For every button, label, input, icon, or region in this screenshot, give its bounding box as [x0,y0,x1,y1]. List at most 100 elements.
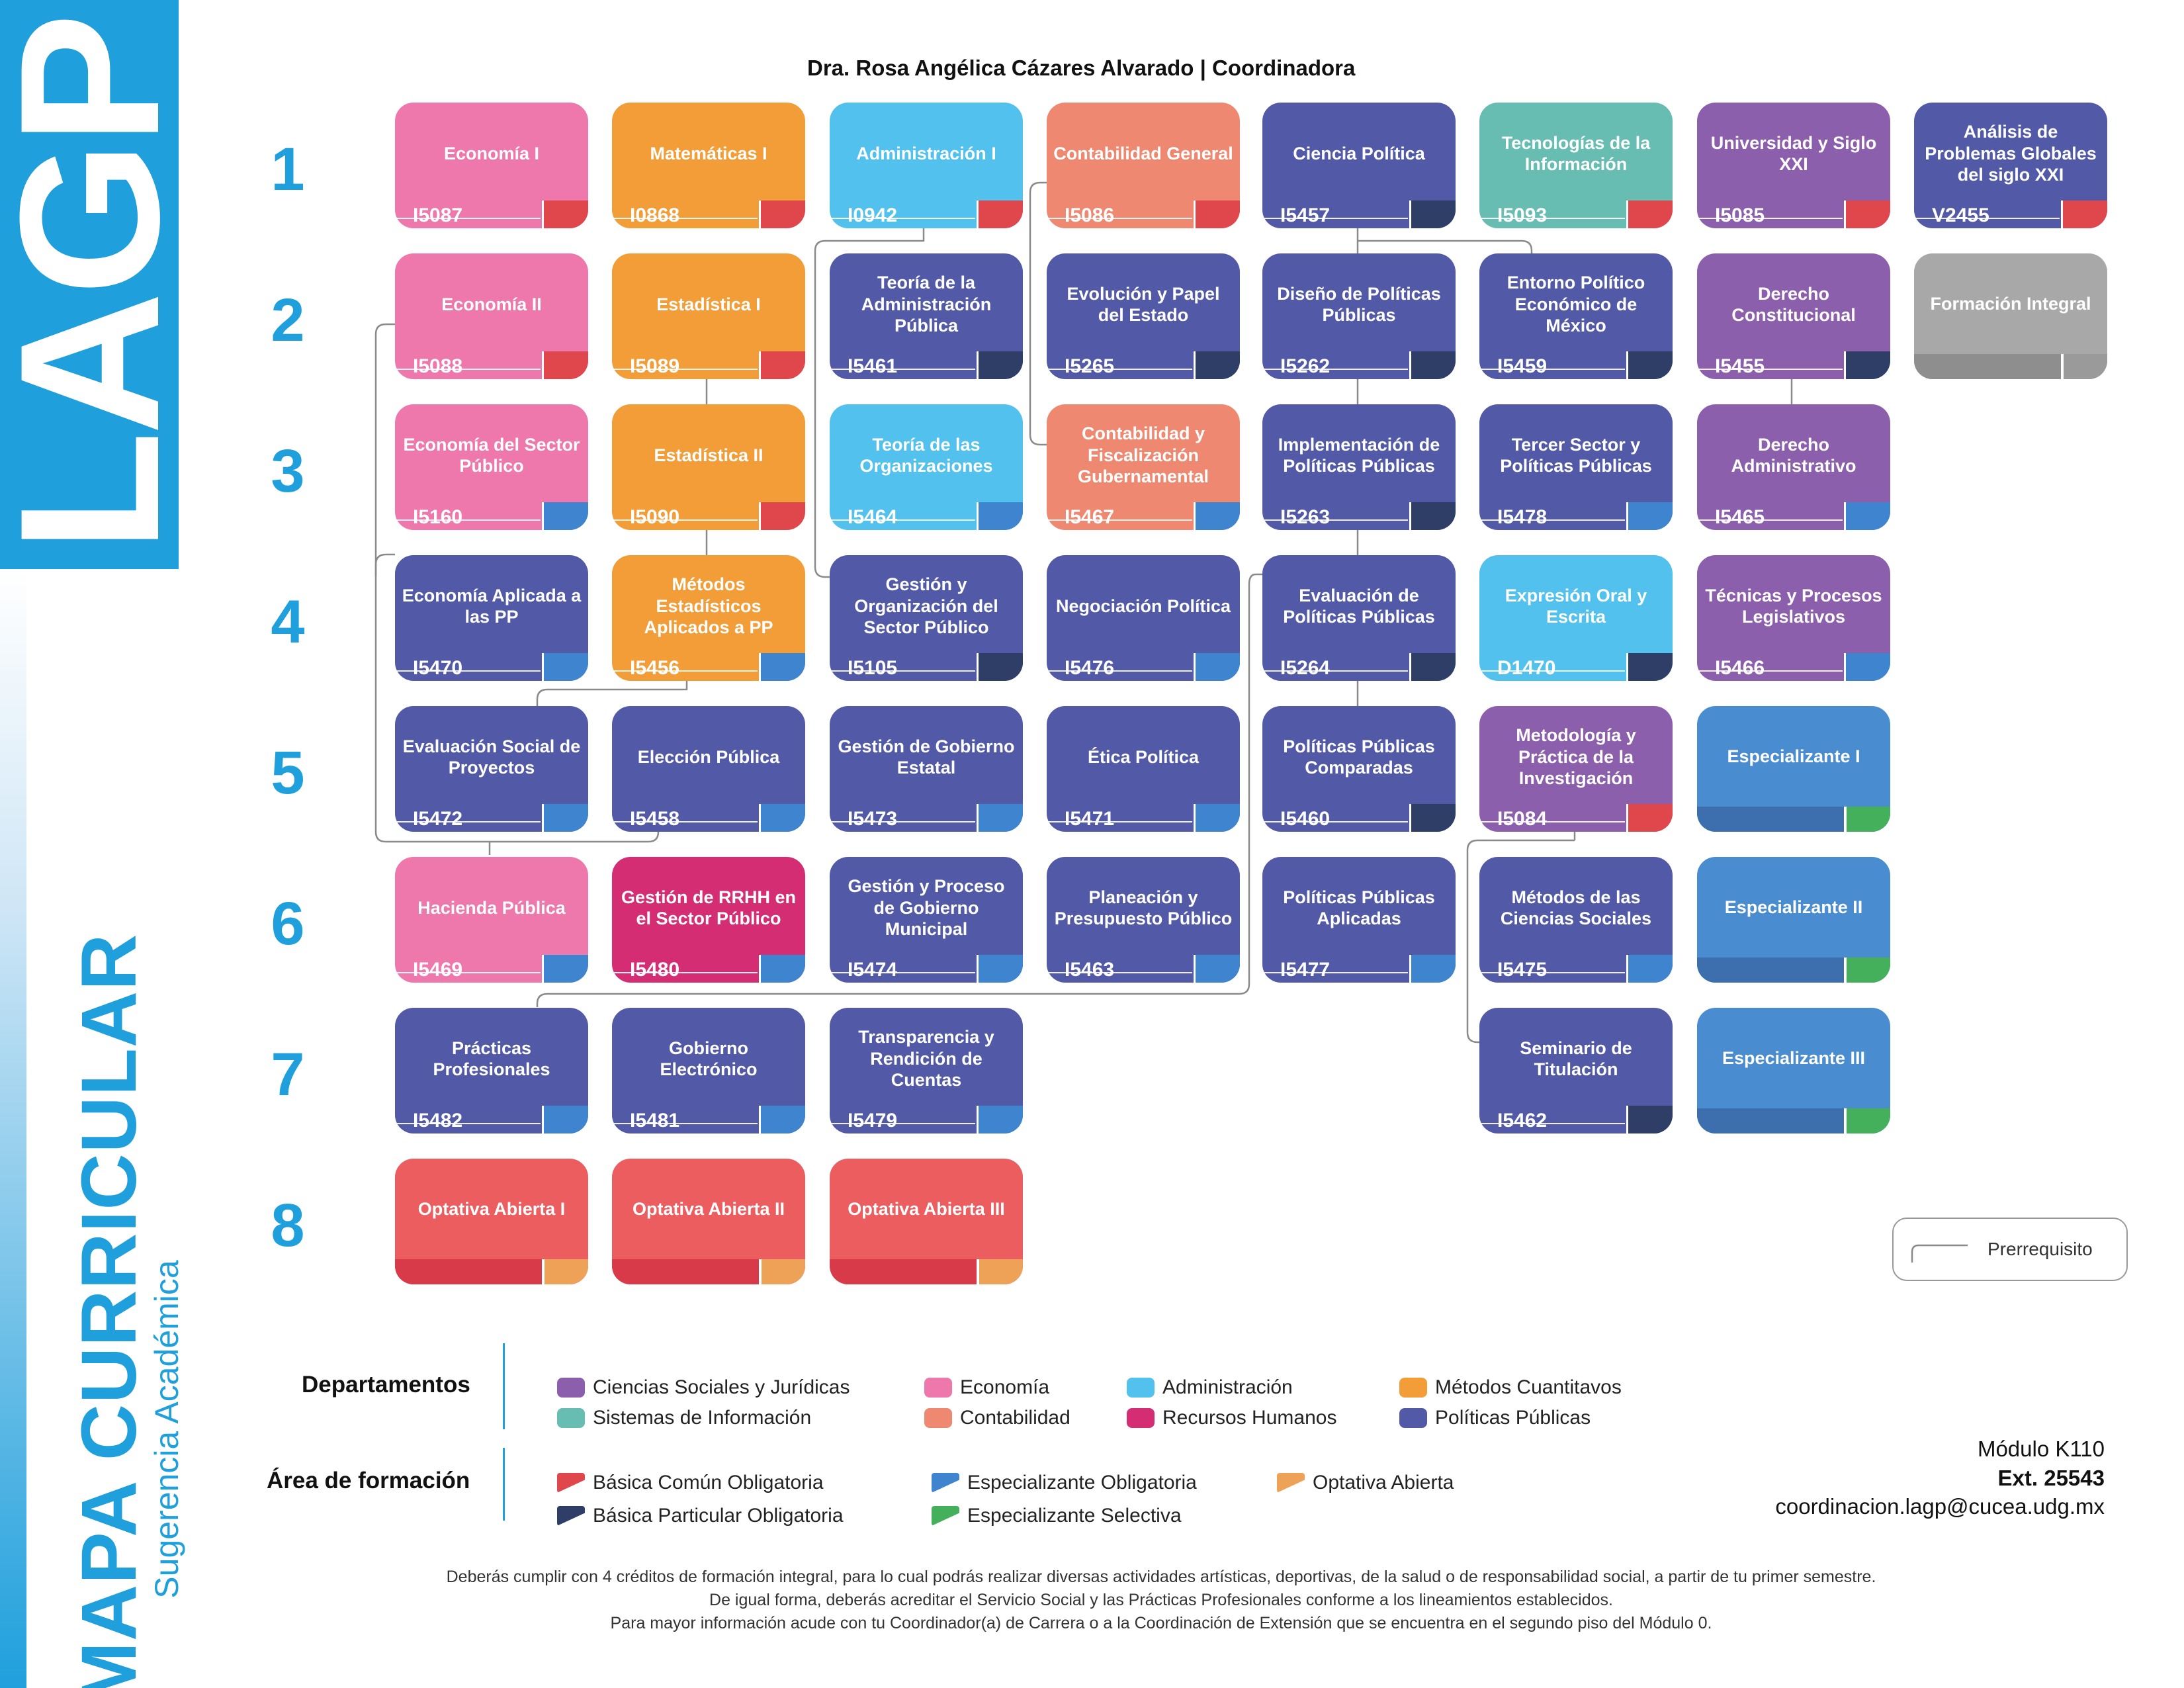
course-title: Ética Política [1087,746,1200,767]
course-title: Especializante II [1724,897,1863,917]
course-code: I5264 [1280,657,1331,679]
course-card[interactable]: Metodología y Práctica de la Investigaci… [1479,706,1673,832]
course-card[interactable]: Especializante II [1697,857,1890,983]
course-divider [1047,972,1192,973]
course-area-tag [542,200,588,228]
course-divider [830,670,975,672]
course-title: Administración I [856,143,996,163]
course-code: I5263 [1280,506,1331,528]
course-card[interactable]: Optativa Abierta II [612,1159,805,1284]
course-card[interactable]: Análisis de Problemas Globales del siglo… [1914,103,2107,228]
course-card[interactable]: Especializante I [1697,706,1890,832]
area-swatch [932,1473,959,1493]
course-area-tag [1844,957,1890,983]
department-label: Administración [1162,1376,1293,1398]
course-title: Entorno Político Económico de México [1507,273,1645,336]
course-divider [1479,972,1625,973]
course-area-tag [542,955,588,983]
course-code: I5085 [1715,204,1765,226]
department-swatch [924,1378,952,1398]
course-area-tag [759,804,805,832]
course-area-tag [977,502,1023,530]
course-code: I5456 [630,657,680,679]
course-area-tag [1409,351,1456,379]
course-code: D1470 [1497,657,1556,679]
course-card[interactable]: Optativa Abierta I [395,1159,588,1284]
area-legend-item: Básica Particular Obligatoria [557,1505,844,1527]
department-legend-item: Sistemas de Información [557,1407,811,1429]
course-card[interactable]: Optativa Abierta III [830,1159,1023,1284]
course-title: Gobierno Electrónico [660,1038,758,1079]
course-area-tag [1194,955,1240,983]
course-code: I5476 [1065,657,1115,679]
course-title: Análisis de Problemas Globales del siglo… [1925,122,2097,185]
course-area-tag [542,502,588,530]
semester-number-6: 6 [271,890,305,957]
course-title: Planeación y Presupuesto Público [1054,887,1233,928]
course-code: I5470 [413,657,463,679]
course-title: Especializante I [1727,746,1860,766]
course-card[interactable]: Especializante III [1697,1008,1890,1133]
contact-email[interactable]: coordinacion.lagp@cucea.udg.mx [1775,1494,2105,1519]
course-area-tag [759,351,805,379]
course-card[interactable]: Contabilidad y Fiscalización Gubernament… [1047,404,1240,530]
department-swatch [1127,1408,1155,1428]
contact-module: Módulo K110 [1977,1437,2105,1461]
course-card[interactable]: Formación Integral [1914,253,2107,379]
course-area-tag [1194,351,1240,379]
course-divider [1479,369,1625,370]
course-area-tag [542,653,588,681]
course-divider [830,821,975,822]
area-legend-item: Básica Común Obligatoria [557,1472,824,1494]
course-divider [395,972,541,973]
course-title: Evolución y Papel del Estado [1067,283,1220,325]
course-area-tag [1194,653,1240,681]
course-card[interactable]: Gestión y Organización del Sector Públic… [830,555,1023,681]
department-label: Contabilidad [960,1407,1070,1429]
course-title: Evaluación de Políticas Públicas [1283,585,1435,627]
course-code: I5455 [1715,355,1765,377]
course-area-tag [1844,807,1890,832]
